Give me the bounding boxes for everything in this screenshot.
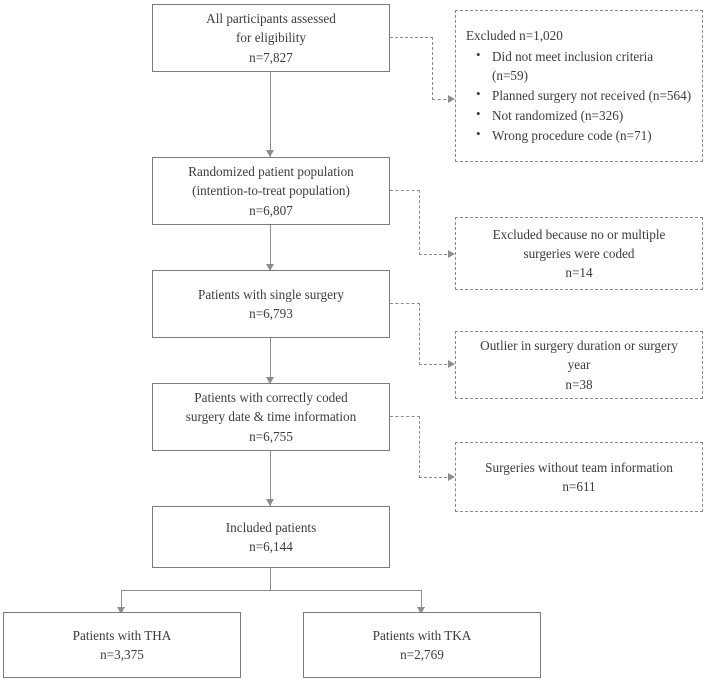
node-patients-correctly-coded: Patients with correctly coded surgery da…	[152, 383, 390, 451]
node-line-1: Patients with TKA	[372, 627, 472, 643]
node-line-1: Randomized patient population	[188, 164, 354, 180]
exclusion-count: n=611	[562, 479, 596, 494]
dash-connector-3-h1	[390, 303, 420, 304]
arrowhead-assessed-to-randomized	[266, 150, 274, 157]
connector-single-surgery-to-correctly-coded	[270, 338, 272, 383]
split-connector-bar	[121, 590, 422, 592]
node-count: n=6,755	[249, 428, 293, 444]
arrowhead-randomized-to-single-surgery	[266, 264, 274, 271]
exclusion-excluded-outlier-text: Outlier in surgery duration or surgery y…	[456, 334, 702, 395]
exclusion-excluded-multiple-surgeries-text: Excluded because no or multiple surgerie…	[456, 223, 702, 284]
node-line-2: surgery date & time information	[185, 409, 357, 425]
connector-randomized-to-single-surgery	[270, 225, 272, 270]
node-line-1: Patients with single surgery	[198, 286, 344, 302]
exclusion-count: n=38	[565, 376, 593, 392]
node-patients-with-tka-text: Patients with TKA n=2,769	[304, 624, 540, 666]
arrowhead-exclusion-1	[448, 95, 455, 103]
arrowhead-to-tka	[417, 607, 425, 614]
arrowhead-to-tha	[117, 607, 125, 614]
dash-connector-4-h2	[419, 477, 452, 478]
exclusion-surgeries-without-team-information: Surgeries without team information n=611	[455, 442, 703, 512]
exclusion-line-2: year	[567, 357, 591, 373]
node-count: n=6,144	[249, 539, 293, 554]
arrowhead-correctly-coded-to-included	[266, 499, 274, 506]
dash-connector-4-h1	[390, 416, 420, 417]
split-connector-left-drop	[121, 590, 123, 612]
node-all-participants-assessed-text: All participants assessed for eligibilit…	[153, 7, 389, 68]
dash-connector-2-h2	[419, 254, 452, 255]
node-line-1: Included patients	[225, 519, 317, 535]
node-count: n=7,827	[249, 49, 293, 65]
exclusion-bullet-list: Did not meet inclusion criteria (n=59) P…	[466, 46, 692, 146]
arrowhead-exclusion-4	[448, 473, 455, 481]
exclusion-surgeries-without-team-information-text: Surgeries without team information n=611	[456, 456, 702, 498]
dash-connector-1-h1	[390, 37, 433, 38]
dash-connector-3-v	[419, 303, 420, 365]
dash-connector-4-v	[419, 416, 420, 478]
exclusion-excluded-outlier: Outlier in surgery duration or surgery y…	[455, 331, 703, 399]
node-randomized-patient-population: Randomized patient population (intention…	[152, 157, 390, 225]
node-randomized-patient-population-text: Randomized patient population (intention…	[153, 160, 389, 221]
node-included-patients: Included patients n=6,144	[152, 506, 390, 568]
exclusion-excluded-eligibility-text: Excluded n=1,020 Did not meet inclusion …	[456, 24, 702, 149]
exclusion-line-1: Excluded because no or multiple	[492, 226, 666, 242]
arrowhead-single-surgery-to-correctly-coded	[266, 377, 274, 384]
connector-assessed-to-randomized	[270, 72, 272, 157]
connector-correctly-coded-to-included	[270, 451, 272, 506]
list-item: Not randomized (n=326)	[476, 105, 692, 125]
list-item: Planned surgery not received (n=564)	[476, 85, 692, 105]
node-patients-with-tha: Patients with THA n=3,375	[3, 612, 241, 678]
split-connector-right-drop	[421, 590, 423, 612]
node-all-participants-assessed: All participants assessed for eligibilit…	[152, 4, 390, 72]
node-patients-with-single-surgery-text: Patients with single surgery n=6,793	[153, 283, 389, 325]
node-patients-correctly-coded-text: Patients with correctly coded surgery da…	[153, 386, 389, 447]
node-count: n=2,769	[400, 647, 444, 662]
arrowhead-exclusion-3	[448, 360, 455, 368]
exclusion-heading: Excluded n=1,020	[466, 27, 563, 43]
exclusion-line-1: Outlier in surgery duration or surgery	[480, 338, 678, 354]
node-patients-with-tka: Patients with TKA n=2,769	[303, 612, 541, 678]
split-connector-stem	[270, 568, 272, 591]
node-line-1: Patients with THA	[72, 627, 172, 643]
node-included-patients-text: Included patients n=6,144	[153, 516, 389, 558]
exclusion-count: n=14	[565, 265, 593, 281]
node-count: n=6,793	[249, 306, 293, 321]
list-item: Wrong procedure code (n=71)	[476, 125, 692, 145]
node-count: n=6,807	[249, 202, 293, 218]
dash-connector-2-v	[419, 190, 420, 255]
arrowhead-exclusion-2	[448, 250, 455, 258]
node-line-2: (intention-to-treat population)	[192, 183, 350, 199]
dash-connector-1-v	[432, 37, 433, 100]
dash-connector-3-h2	[419, 364, 452, 365]
node-line-1: Patients with correctly coded	[194, 390, 348, 406]
node-line-2: for eligibility	[236, 30, 306, 46]
node-patients-with-tha-text: Patients with THA n=3,375	[4, 624, 240, 666]
node-line-1: All participants assessed	[206, 11, 336, 27]
exclusion-excluded-multiple-surgeries: Excluded because no or multiple surgerie…	[455, 217, 703, 290]
exclusion-excluded-eligibility: Excluded n=1,020 Did not meet inclusion …	[455, 10, 703, 162]
node-patients-with-single-surgery: Patients with single surgery n=6,793	[152, 270, 390, 338]
dash-connector-2-h1	[390, 190, 420, 191]
list-item: Did not meet inclusion criteria (n=59)	[476, 46, 692, 85]
node-count: n=3,375	[100, 647, 144, 662]
exclusion-line-1: Surgeries without team information	[485, 459, 673, 475]
exclusion-line-2: surgeries were coded	[523, 245, 635, 261]
dash-connector-1-h2	[432, 99, 452, 100]
